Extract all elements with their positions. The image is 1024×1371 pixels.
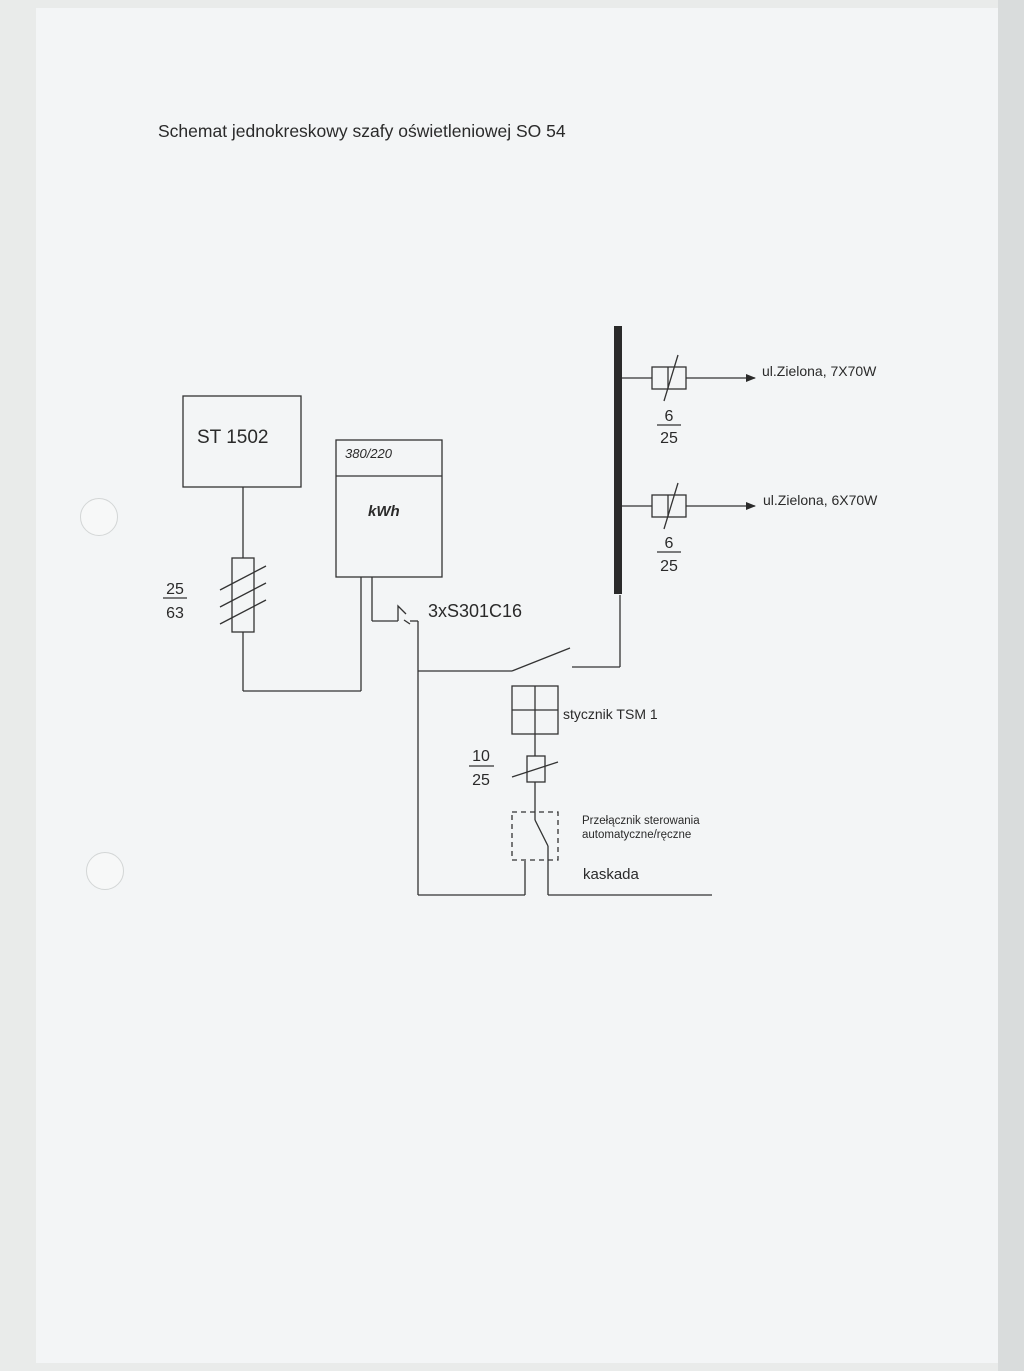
control-fuse-symbol [526, 755, 546, 783]
page-edge-shadow [998, 0, 1024, 1371]
selector-switch-label-line1: Przełącznik sterowania [582, 815, 700, 827]
circuit-2-fuse-bottom: 25 [660, 558, 678, 575]
meter-voltage-label: 380/220 [345, 446, 393, 461]
selector-switch-label-line2: automatyczne/ręczne [582, 829, 691, 841]
circuit-1-destination: ul.Zielona, 7X70W [762, 363, 877, 379]
punch-hole [80, 498, 118, 536]
main-fuse-rating-bottom: 63 [166, 605, 184, 622]
circuit-2-destination: ul.Zielona, 6X70W [763, 492, 878, 508]
control-fuse-rating-bottom: 25 [472, 772, 490, 789]
main-busbar [614, 326, 622, 594]
main-fuse-rating-top: 25 [166, 581, 184, 598]
breaker-label: 3xS301C16 [428, 601, 522, 621]
diagram-title: Schemat jednokreskowy szafy oświetleniow… [158, 121, 566, 141]
meter-cabinet-box [182, 395, 302, 488]
punch-hole [86, 852, 124, 890]
circuit-1-fuse-top: 6 [665, 408, 674, 425]
energy-meter-box [335, 439, 443, 578]
circuit-2-fuse-top: 6 [665, 535, 674, 552]
meter-cabinet-label: ST 1502 [197, 427, 268, 448]
breaker-symbol [397, 604, 407, 621]
contactor-main-contact [511, 647, 571, 672]
circuit-1-fuse-bottom: 25 [660, 430, 678, 447]
contactor-label: stycznik TSM 1 [563, 706, 658, 722]
cascade-label: kaskada [583, 866, 640, 883]
control-fuse-rating-top: 10 [472, 748, 490, 765]
meter-unit-label: kWh [368, 503, 400, 520]
